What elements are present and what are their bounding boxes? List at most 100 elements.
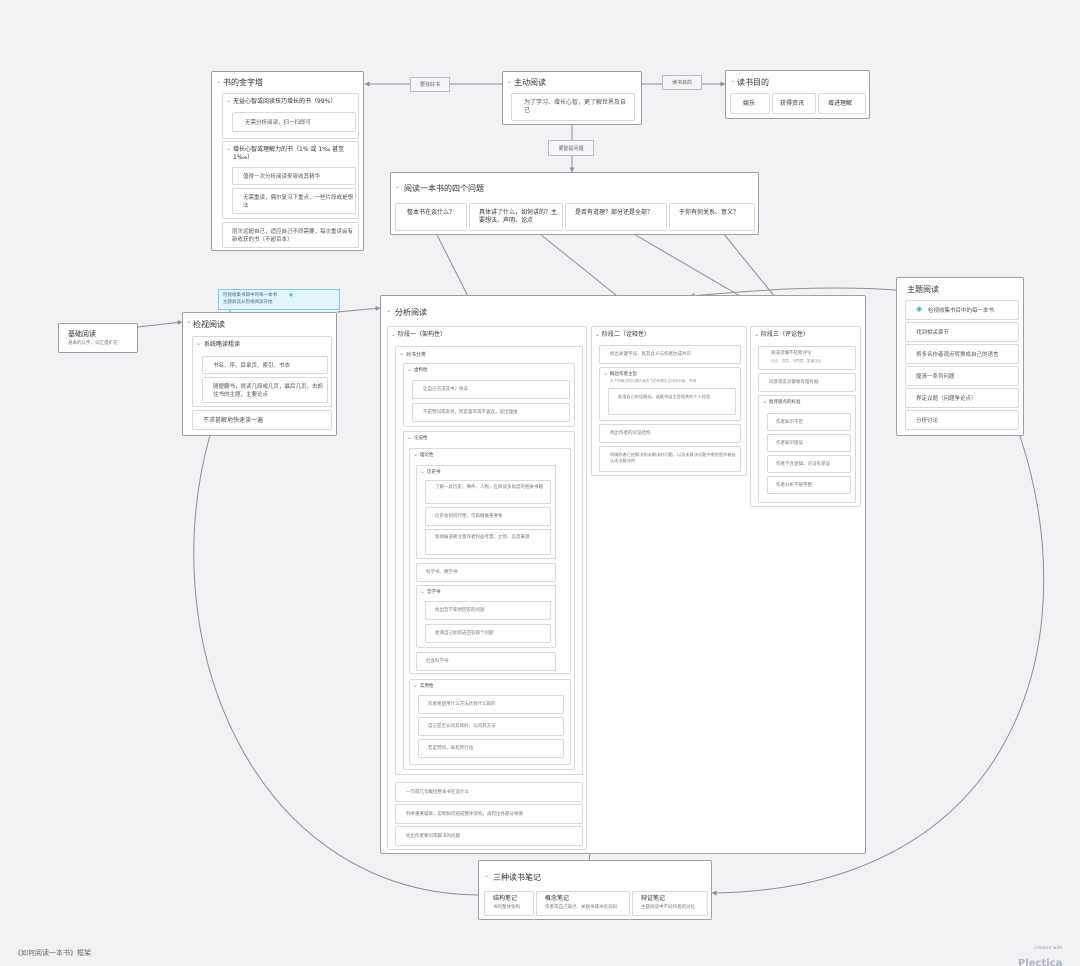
topic-item-5[interactable]: 界定议题（问题争论点）: [905, 388, 1019, 408]
stage-2-item-1[interactable]: 找出关键字词，就其含义与作者达成共识: [599, 345, 741, 364]
chevron-down-icon[interactable]: ⌄: [754, 331, 760, 338]
practical-item-1[interactable]: 作者希望用什么方法达到什么目的: [418, 695, 564, 714]
stage-3[interactable]: ⌄ 阶段三（评论性） 除非读懂不轻易评论 评论：同意、不同意、暂缓评论 同意或反…: [750, 326, 861, 507]
practical-item-2[interactable]: 自己是否认同其目的，认同其方法: [418, 717, 564, 736]
expository-group[interactable]: ⌄ 论说性 ⌄ 理论性 ⌄ 历史书 了解一段历史、事件、人物，应阅读多角度的相关…: [403, 431, 575, 770]
active-reading-desc-box[interactable]: 为了学习、增长心智，更了解世界及自己: [511, 93, 635, 121]
philosophy-item-1[interactable]: 找出哲学家想回答的问题: [425, 601, 551, 620]
inspect-item-2[interactable]: 不求甚解地快速读一遍: [192, 410, 332, 430]
purpose-item-3[interactable]: 增进理解: [818, 93, 866, 114]
basic-reading-card[interactable]: 基础阅读 基本的认字、词汇量扩充: [58, 323, 138, 353]
question-3[interactable]: 是否有道理？部分还是全部？: [565, 203, 667, 231]
chevron-down-icon[interactable]: ⌄: [399, 350, 405, 357]
topic-item-3[interactable]: 将多名作者观点转换成自己的语言: [905, 344, 1019, 364]
chevron-down-icon[interactable]: ⌄: [413, 682, 419, 689]
chevron-down-icon[interactable]: ⌄: [420, 588, 426, 595]
pyramid-group-2-item-2[interactable]: 无需重读，偶尔复习下重点，一些片段或是想法: [232, 188, 356, 214]
question-4[interactable]: 于你有何关系、意义？: [669, 203, 755, 231]
chevron-down-icon[interactable]: ⌄: [226, 97, 232, 104]
stage-3-item-1[interactable]: 除非读懂不轻易评论 评论：同意、不同意、暂缓评论: [758, 346, 856, 370]
history-group[interactable]: ⌄ 历史书 了解一段历史、事件、人物，应阅读多角度的相关书籍 历史会如何行性，可…: [416, 465, 556, 559]
stage-1-item-3[interactable]: 列举重要篇章，说明如何组成整体架构，再列出各部分纲要: [395, 804, 583, 824]
history-item-3[interactable]: 新闻报道要注意作者利益考量、立场、信息来源: [425, 529, 551, 555]
philosophy-group[interactable]: ⌄ 哲学书 找出哲学家想回答的问题 厘清自己如何去回答那个问题: [416, 585, 556, 648]
criteria-item-1[interactable]: 作者知识不足: [767, 413, 851, 431]
pyramid-card[interactable]: ⌄ 书的金字塔 ⌄ 无益心智或阅读技巧增长的书（99%） 无需分析阅读，扫一扫即…: [211, 71, 364, 251]
history-item-1[interactable]: 了解一段历史、事件、人物，应阅读多角度的相关书籍: [425, 480, 551, 504]
purpose-card[interactable]: ⌄ 读书目的 娱乐 获得资讯 增进理解: [725, 70, 870, 119]
chevron-down-icon[interactable]: ⌄: [391, 331, 397, 338]
social-science-item[interactable]: 社会科学书: [416, 652, 556, 671]
classify-group[interactable]: ⌄ 对书分类 ⌄ 虚构性 让自己沉浸其中，快读 不是赞同或反对，而是喜欢或不喜欢…: [395, 346, 583, 775]
history-item-2[interactable]: 历史会如何行性，可再做做重要免: [425, 507, 551, 526]
chevron-down-icon[interactable]: ⌄: [196, 340, 202, 347]
stage-2-group-2-item[interactable]: 能用自己的话概括，或能举出主旨相关的个人经验: [608, 388, 736, 415]
pyramid-group-2[interactable]: ⌄ 增长心智或理解力的书（1% 或 1‰ 甚至 1‱） 值得一次分析阅读来吸收其…: [222, 141, 359, 219]
stage-1[interactable]: ⌄ 阶段一（架构性） ⌄ 对书分类 ⌄ 虚构性 让自己沉浸其中，快读 不是赞同或…: [387, 326, 587, 850]
topic-item-6[interactable]: 分析讨论: [905, 410, 1019, 430]
chevron-down-icon[interactable]: ⌄: [420, 468, 426, 475]
chevron-down-icon[interactable]: ⌄: [595, 331, 601, 338]
science-item[interactable]: 科学书、数学书: [416, 563, 556, 582]
edge-basic-to-inspect: [137, 320, 183, 328]
four-questions-card[interactable]: ⌄ 阅读一本书的四个问题 整本书在谈什么？ 具体讲了什么，如何讲的？主要想法、声…: [390, 172, 759, 235]
stage-3-item-2[interactable]: 同意或反对都要有理有据: [758, 373, 856, 392]
stage-2-item-4[interactable]: 明确作者已经解决和未解决的问题，以及未解决问题中哪些是作者自认无法解决的: [599, 446, 741, 472]
pyramid-group-3[interactable]: 层次远超自己，适应自己不同需要，每次重读会有新收获的书（不超百本）: [222, 222, 359, 248]
fiction-item-2[interactable]: 不是赞同或反对，而是喜欢或不喜欢，说出理由: [412, 403, 570, 422]
chevron-down-icon[interactable]: ⌄: [226, 145, 232, 152]
purpose-item-1[interactable]: 娱乐: [730, 93, 770, 114]
chevron-down-icon[interactable]: ⌄: [413, 451, 419, 458]
basic-reading-desc: 基本的认字、词汇量扩充: [68, 341, 118, 346]
question-2[interactable]: 具体讲了什么，如何讲的？主要想法、声明、论点: [469, 203, 563, 231]
chevron-down-icon[interactable]: ⌄: [407, 366, 413, 373]
stage-2[interactable]: ⌄ 阶段二（诠释性） 找出关键字词，就其含义与作者达成共识 ⌄ 概括作者主旨 对…: [591, 326, 747, 476]
practical-group[interactable]: ⌄ 实用性 作者希望用什么方法达到什么目的 自己是否认同其目的，认同其方法 若是…: [409, 679, 571, 765]
theory-group[interactable]: ⌄ 理论性 ⌄ 历史书 了解一段历史、事件、人物，应阅读多角度的相关书籍 历史会…: [409, 448, 571, 674]
pyramid-group-1-item[interactable]: 无需分析阅读，扫一扫即可: [232, 112, 356, 132]
purpose-item-2[interactable]: 获得资讯: [772, 93, 816, 114]
reading-notes-card[interactable]: ⌄ 三种读书笔记 结构笔记 书的整体架构 概念笔记 作者或自己观点、关联书或书页…: [478, 860, 712, 920]
fiction-group[interactable]: ⌄ 虚构性 让自己沉浸其中，快读 不是赞同或反对，而是喜欢或不喜欢，说出理由: [403, 363, 575, 427]
criteria-item-4[interactable]: 作者分析不够完整: [767, 476, 851, 494]
criteria-item-2[interactable]: 作者知识错误: [767, 434, 851, 452]
chevron-down-icon[interactable]: ⌄: [730, 77, 736, 84]
chevron-down-icon[interactable]: ⌄: [186, 318, 192, 325]
chevron-down-icon[interactable]: ⌄: [216, 78, 222, 85]
chevron-down-icon[interactable]: ⌄: [484, 872, 490, 879]
note-type-structure[interactable]: 结构笔记 书的整体架构: [484, 891, 534, 916]
topic-item-4[interactable]: 厘清一系列问题: [905, 366, 1019, 386]
chevron-down-icon[interactable]: ⌄: [762, 398, 768, 405]
inspect-group-1[interactable]: ⌄ 系统略读粗读 书名、序、目录页、索引、书衣 随便翻书，挑读几段或几页，最后几…: [192, 336, 332, 407]
callout-note[interactable]: 检视收集书目中的每一本书 ◉ 主题阅读从检视阅读开始: [218, 289, 340, 310]
expository-label: 论说性: [414, 436, 428, 441]
analytical-reading-card[interactable]: ⌄ 分析阅读 ⌄ 阶段一（架构性） ⌄ 对书分类 ⌄ 虚构性 让自己沉浸其中，快…: [380, 295, 866, 854]
chevron-down-icon[interactable]: ⌄: [386, 307, 392, 314]
pyramid-group-1[interactable]: ⌄ 无益心智或阅读技巧增长的书（99%） 无需分析阅读，扫一扫即可: [222, 93, 359, 139]
stage-2-item-3[interactable]: 找出作者的论证结构: [599, 424, 741, 443]
chevron-down-icon[interactable]: ⌄: [395, 183, 401, 190]
fiction-item-1[interactable]: 让自己沉浸其中，快读: [412, 380, 570, 399]
stage-1-item-4[interactable]: 找出作者要问或解决的问题: [395, 826, 583, 846]
syntopical-reading-card[interactable]: 主题阅读 ◉ 检视收集书目中的每一本书 找到相关章节 将多名作者观点转换成自己的…: [896, 277, 1024, 436]
philosophy-item-2[interactable]: 厘清自己如何去回答那个问题: [425, 624, 551, 643]
stage-1-item-2[interactable]: 一句或几句概括整本书在谈什么: [395, 782, 583, 802]
question-1[interactable]: 整本书在谈什么？: [395, 203, 467, 231]
topic-item-2[interactable]: 找到相关章节: [905, 322, 1019, 342]
stage-3-group-3[interactable]: ⌄ 批评观点的标准 作者知识不足 作者知识错误 作者不合逻辑、论证有谬误 作者分…: [758, 395, 856, 503]
chevron-down-icon[interactable]: ⌄: [407, 434, 413, 441]
chevron-down-icon[interactable]: ⌄: [603, 370, 609, 377]
inspect-group-1-item-2[interactable]: 随便翻书，挑读几段或几页，最后几页，去抓住书的主题，主要论点: [202, 377, 328, 403]
inspect-group-1-item-1[interactable]: 书名、序、目录页、索引、书衣: [202, 356, 328, 374]
note-type-concept[interactable]: 概念笔记 作者或自己观点、关联书或书页页码: [536, 891, 630, 916]
pyramid-group-2-item-1[interactable]: 值得一次分析阅读来吸收其精华: [232, 167, 356, 185]
practical-item-3[interactable]: 若是赞同，采有所行动: [418, 739, 564, 758]
inspectional-reading-card[interactable]: ⌄ 检视阅读 ⌄ 系统略读粗读 书名、序、目录页、索引、书衣 随便翻书，挑读几段…: [182, 312, 337, 436]
criteria-item-3[interactable]: 作者不合逻辑、论证有谬误: [767, 455, 851, 473]
note-type-dialectical[interactable]: 辩证笔记 主题阅读中不同作者的讨论: [632, 891, 708, 916]
item-text: 新闻报道要注意作者利益考量、立场、信息来源: [435, 535, 530, 540]
topic-item-1[interactable]: ◉ 检视收集书目中的每一本书: [905, 300, 1019, 320]
stage-2-group-2[interactable]: ⌄ 概括作者主旨 对于您解决的问题作者所下的有理由支持的判断、声明 能用自己的话…: [599, 367, 741, 421]
chevron-down-icon[interactable]: ⌄: [507, 78, 513, 85]
active-reading-card[interactable]: ⌄ 主动阅读 为了学习、增长心智，更了解世界及自己: [502, 71, 642, 125]
